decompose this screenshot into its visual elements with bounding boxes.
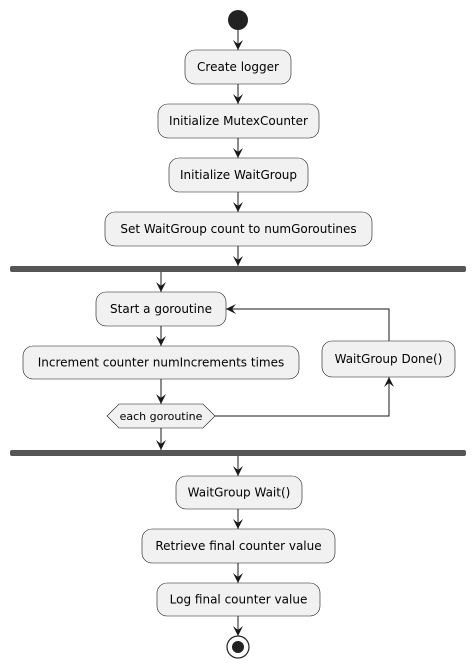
activity-label: Initialize MutexCounter — [169, 114, 308, 128]
activity-label: Increment counter numIncrements times — [38, 356, 285, 370]
edges — [156, 30, 394, 636]
arrowhead — [156, 394, 166, 404]
activity-wg-done: WaitGroup Done() — [321, 340, 456, 378]
activity-create-logger: Create logger — [184, 49, 292, 85]
activity-label: Initialize WaitGroup — [180, 168, 297, 182]
activity-init-waitgroup: Initialize WaitGroup — [168, 157, 309, 193]
arrowhead — [156, 282, 166, 292]
activity-label: Start a goroutine — [110, 302, 212, 316]
activity-retrieve-value: Retrieve final counter value — [141, 528, 336, 564]
activity-label: Set WaitGroup count to numGoroutines — [120, 222, 356, 236]
arrowhead — [233, 202, 243, 212]
arrowhead — [233, 573, 243, 583]
decision-label: each goroutine — [120, 410, 203, 423]
activity-label: Retrieve final counter value — [155, 539, 321, 553]
activity-label: WaitGroup Wait() — [188, 486, 291, 500]
arrowhead — [233, 466, 243, 476]
fork-bar — [10, 266, 466, 272]
activity-init-counter: Initialize MutexCounter — [157, 103, 320, 139]
activity-set-count: Set WaitGroup count to numGoroutines — [104, 211, 373, 247]
activity-label: Log final counter value — [170, 593, 308, 607]
arrowhead — [233, 148, 243, 158]
activity-start-goroutine: Start a goroutine — [95, 291, 227, 327]
edge-decision-to-wg-done — [215, 377, 390, 417]
arrowhead — [233, 256, 243, 266]
end-node — [226, 635, 250, 659]
activity-increment: Increment counter numIncrements times — [22, 345, 300, 380]
arrowhead — [233, 94, 243, 104]
activity-label: WaitGroup Done() — [335, 352, 443, 366]
activity-wg-wait: WaitGroup Wait() — [175, 475, 303, 510]
decision-each-goroutine: each goroutine — [106, 403, 216, 429]
arrowhead — [156, 440, 166, 450]
activity-log-value: Log final counter value — [156, 582, 321, 617]
arrowhead — [233, 626, 243, 636]
edge-wg-done-to-start-goroutine — [226, 308, 390, 341]
arrowhead — [384, 377, 394, 387]
activity-label: Create logger — [197, 60, 279, 74]
arrowhead — [156, 336, 166, 346]
arrowhead — [226, 304, 236, 314]
start-node — [228, 10, 248, 30]
join-bar — [10, 450, 466, 456]
arrowhead — [233, 40, 243, 50]
arrowhead — [233, 519, 243, 529]
